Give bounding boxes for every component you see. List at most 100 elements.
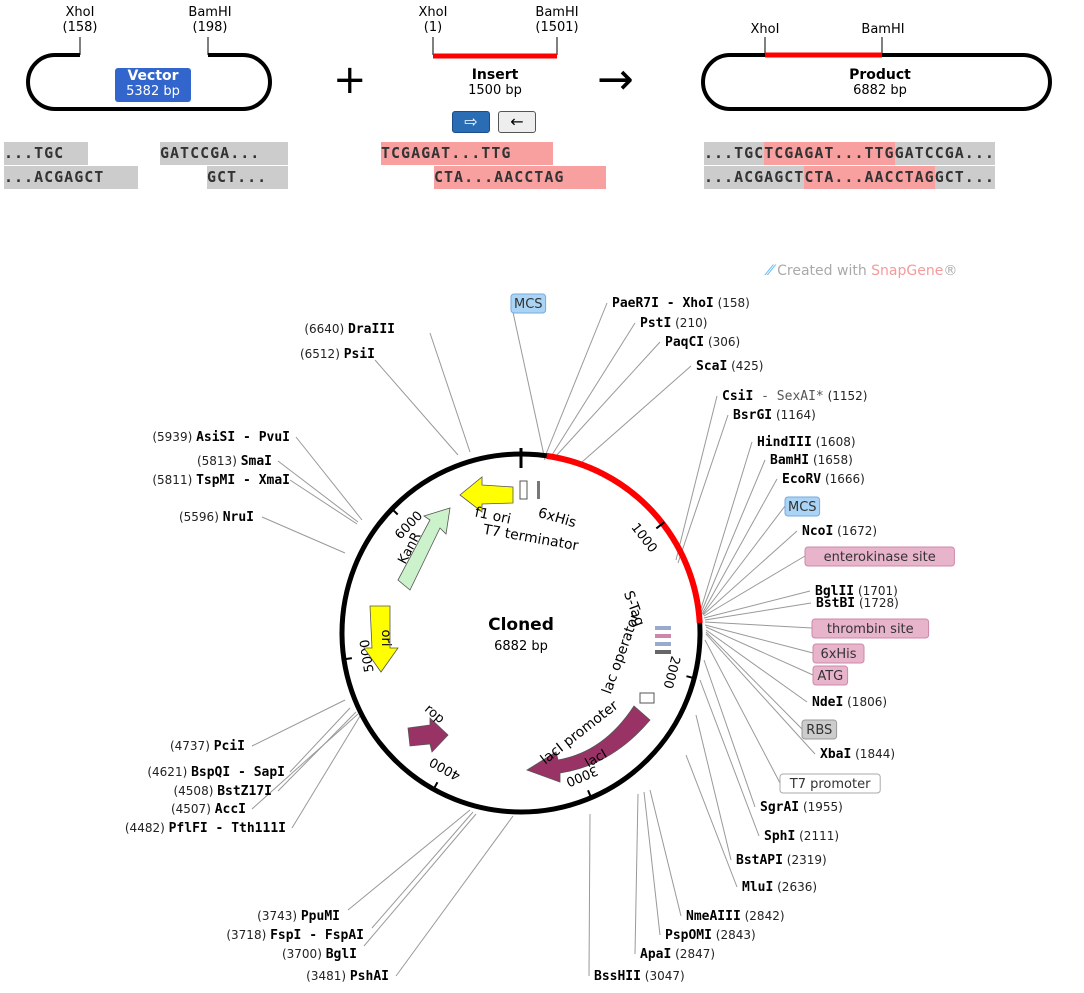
- site-leader-line: [588, 813, 591, 977]
- right-site-label: SphI (2111): [764, 829, 839, 844]
- site-leader-line: [675, 395, 718, 561]
- product-title: Product 6882 bp: [849, 67, 911, 99]
- vector-seq-top-left: ...TGC: [4, 142, 88, 165]
- insert-xhoi-label: XhoI(1): [418, 5, 448, 35]
- vector-xhoi-label: XhoI(158): [62, 5, 98, 35]
- insert-title: Insert 1500 bp: [468, 67, 522, 99]
- right-site-label: NcoI (1672): [802, 524, 877, 539]
- feature-tag: [801, 719, 838, 740]
- tick-mark: [655, 521, 665, 530]
- left-site-label: (4621) BspQI - SapI: [147, 765, 285, 780]
- site-leader-line: [704, 639, 781, 784]
- site-leader-line: [347, 809, 471, 911]
- right-site-label: BglII (1701): [815, 584, 898, 599]
- tick-mark: [686, 675, 697, 680]
- right-site-label: BstBI (1728): [816, 596, 899, 611]
- vector-loop: [26, 53, 272, 111]
- kanr-arrow: [397, 507, 451, 591]
- right-site-label: HindIII (1608): [757, 435, 856, 450]
- f1-ori-label: f1 ori: [473, 504, 512, 527]
- orientation-reverse-button[interactable]: ←: [498, 111, 536, 133]
- feature-tag-text: ATG: [817, 669, 843, 684]
- left-site-label: (4508) BstZ17I: [173, 784, 272, 799]
- feature-tag: [804, 546, 955, 567]
- orientation-forward-button[interactable]: ⇨: [452, 111, 490, 133]
- vector-seq-top-right: GATCCGA...: [160, 142, 288, 165]
- feature-tag-text: T7 promoter: [789, 777, 871, 792]
- site-leader-line: [702, 505, 786, 615]
- site-leader-line: [677, 414, 729, 564]
- arrow-right-icon: →: [597, 54, 634, 105]
- product-seq-top: ...TGCTCGAGAT...TTGGATCCGA...: [704, 142, 995, 165]
- site-leader-line: [704, 602, 812, 621]
- right-site-label: CsiI - SexAI* (1152): [722, 389, 867, 404]
- site-leader-line: [703, 590, 811, 619]
- left-site-label: (3481) PshAI: [306, 969, 389, 984]
- site-labels: (6640) DraIII(6512) PsiI(5939) AsiSI - P…: [125, 293, 955, 984]
- right-site-label: NdeI (1806): [812, 695, 887, 710]
- site-leader-line: [395, 815, 514, 977]
- site-leader-line: [251, 713, 359, 810]
- site-leader-line: [649, 789, 682, 917]
- f1-ori-arrow: [459, 476, 514, 513]
- right-site-label: EcoRV (1666): [782, 472, 865, 487]
- left-site-label: (4482) PflFI - Tth111I: [125, 821, 286, 836]
- snapgene-credit: ⁄⁄ Created with SnapGene®: [768, 263, 958, 279]
- 6xhis-feature-label: 6xHis: [536, 505, 578, 531]
- left-site-label: (6640) DraIII: [304, 322, 395, 337]
- site-leader-line: [289, 479, 358, 525]
- rop-label: rop: [421, 702, 447, 727]
- right-site-label: PstI (210): [640, 316, 707, 331]
- right-site-label: ApaI (2847): [640, 947, 715, 962]
- ori-arrow: [363, 605, 399, 673]
- site-leader-line: [685, 754, 738, 888]
- site-leader-line: [705, 633, 816, 755]
- right-site-label: PaqCI (306): [665, 335, 740, 350]
- feature-tag: [812, 665, 849, 686]
- site-leader-line: [700, 459, 766, 614]
- thrombin-mark: [655, 634, 671, 638]
- right-site-label: XbaI (1844): [820, 747, 895, 762]
- stag-mark: [655, 626, 671, 630]
- product-bamhi-label: BamHI: [861, 22, 905, 37]
- right-site-label: SgrAI (1955): [760, 800, 843, 815]
- tick-label: 1000: [628, 521, 660, 556]
- 6xhis-mark: [537, 481, 540, 499]
- insert-seq-bot: CTA...AACCTAG: [434, 166, 606, 189]
- tick-label: 2000: [660, 654, 683, 690]
- site-leader-line: [429, 332, 471, 453]
- site-leader-line: [289, 707, 351, 773]
- site-leader-line: [704, 621, 813, 629]
- site-leader-line: [643, 791, 661, 936]
- site-leader-line: [704, 624, 814, 654]
- site-leader-line: [551, 322, 636, 456]
- site-leader-line: [705, 631, 803, 730]
- site-leader-line: [363, 813, 477, 947]
- right-site-label: BssHII (3047): [594, 969, 685, 984]
- cloning-schematic: XhoI(158) BamHI(198) Vector 5382 bp ...T…: [0, 0, 1084, 200]
- left-site-label: (5811) TspMI - XmaI: [152, 473, 290, 488]
- site-leader-line: [703, 555, 806, 617]
- left-site-label: (5596) NruI: [179, 510, 254, 525]
- site-leader-line: [371, 811, 474, 929]
- rop-arrow: [407, 717, 449, 753]
- left-site-label: (4507) AccI: [171, 802, 246, 817]
- plasmid-size: 6882 bp: [494, 639, 548, 654]
- left-site-label: (6512) PsiI: [300, 347, 375, 362]
- laci-promoter-box: [639, 692, 655, 704]
- site-leader-line: [374, 359, 459, 456]
- operator-mark: [655, 650, 671, 654]
- vector-seq-bot-right: GCT...: [207, 166, 288, 189]
- site-leader-line: [545, 302, 608, 455]
- left-site-label: (5813) SmaI: [197, 454, 272, 469]
- feature-tag: [510, 293, 547, 314]
- vector-bamhi-label: BamHI(198): [188, 5, 232, 35]
- site-leader-line: [295, 436, 363, 521]
- tick-mark: [341, 657, 353, 661]
- feature-tag: [779, 773, 881, 794]
- site-leader-line: [277, 460, 359, 523]
- product-xhoi-label: XhoI: [750, 22, 780, 37]
- right-site-label: ScaI (425): [696, 359, 763, 374]
